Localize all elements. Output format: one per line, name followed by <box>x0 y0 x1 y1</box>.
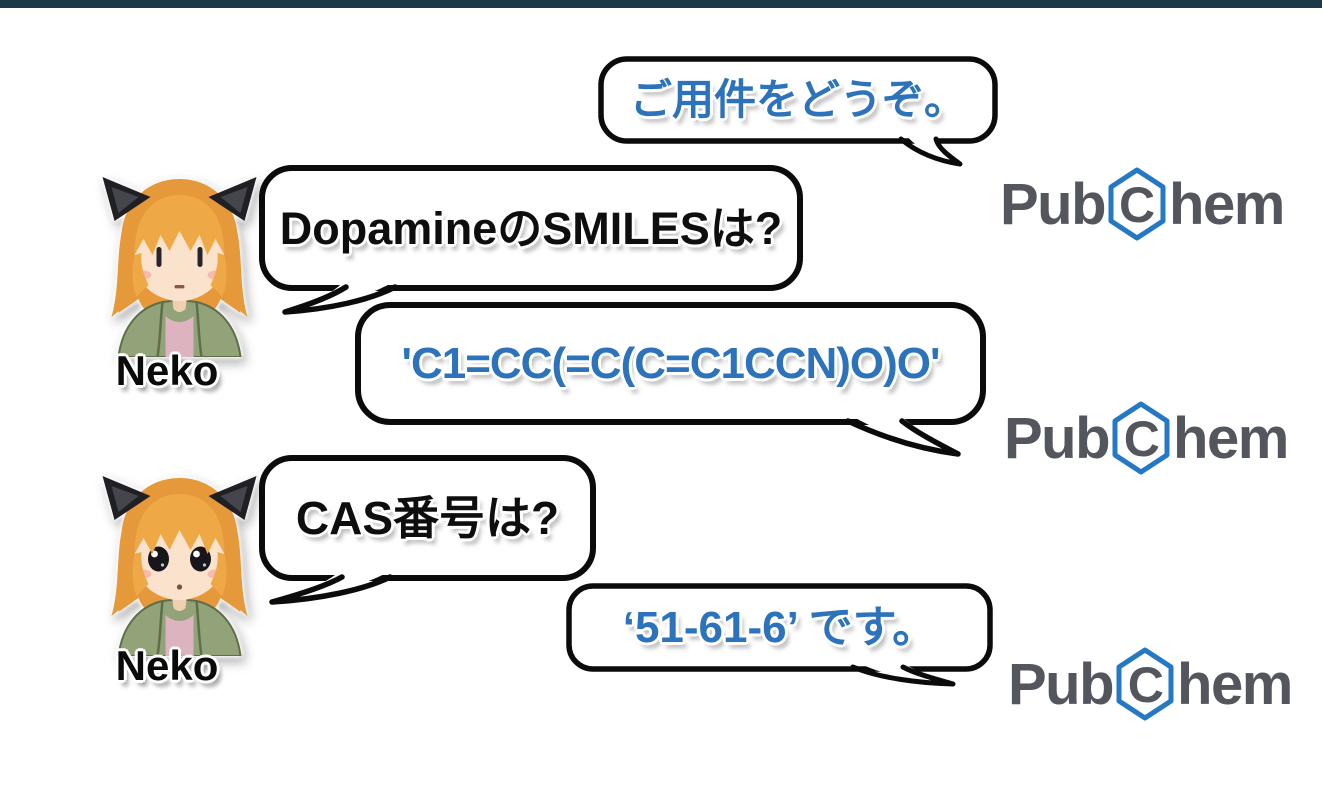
benzene-hexagon-icon: C <box>1112 401 1170 475</box>
speech-bubble-question-smiles: DopamineのSMILESは? <box>258 164 806 316</box>
speech-bubble-shape <box>355 302 986 457</box>
speech-bubble-answer-cas: ‘51-61-6’ です。 <box>566 583 998 689</box>
speech-bubble-shape <box>259 455 596 605</box>
neko-avatar-art <box>102 476 257 657</box>
neko-avatar-2 <box>92 466 267 657</box>
neko-avatar-1 <box>92 167 267 358</box>
pubchem-logo-c: C <box>1119 177 1155 233</box>
bubble-text-greeting: ご用件をどうぞ。 <box>629 76 966 123</box>
bubble-text-question-smiles: DopamineのSMILESは? <box>279 202 783 254</box>
neko-label-1: Neko <box>115 347 219 394</box>
pubchem-logo-c: C <box>1128 657 1163 713</box>
pubchem-logo-hem: hem <box>1177 651 1293 717</box>
pubchem-logo-hem: hem <box>1173 405 1289 471</box>
cat-ears-icon <box>102 476 257 520</box>
dash-eyes <box>156 247 203 267</box>
speech-bubble-shape <box>259 165 803 315</box>
speech-bubble-greeting: ご用件をどうぞ。 <box>598 56 1000 168</box>
bubble-text-question-cas: CAS番号は? <box>295 492 560 544</box>
mouth <box>174 285 185 289</box>
pubchem-logo-pub: Pub <box>1000 171 1107 237</box>
speech-bubble-shape <box>566 583 993 687</box>
neko-label-2: Neko <box>115 642 219 689</box>
neko-avatar-art <box>102 177 257 358</box>
pubchem-logo-pub: Pub <box>1008 651 1115 717</box>
pubchem-logo: Pub C hem <box>1008 646 1293 722</box>
cat-ears-icon <box>102 177 257 221</box>
speech-bubble-answer-smiles: 'C1=CC(=C(C=C1CCN)O)O' <box>354 301 1000 461</box>
bubble-text-answer-cas: ‘51-61-6’ です。 <box>622 602 937 652</box>
pubchem-logo-c: C <box>1124 411 1159 467</box>
speech-bubble-question-cas: CAS番号は? <box>258 454 603 606</box>
top-accent-bar <box>0 0 1322 8</box>
benzene-hexagon-icon: C <box>1108 167 1166 241</box>
pubchem-logo-pub: Pub <box>1004 405 1111 471</box>
speech-bubble-shape <box>598 56 998 167</box>
mouth <box>176 584 183 590</box>
pubchem-logo: Pub C hem <box>1000 166 1285 242</box>
benzene-hexagon-icon: C <box>1116 647 1174 721</box>
round-eyes <box>148 546 211 572</box>
pubchem-logo-hem: hem <box>1169 171 1285 237</box>
bubble-text-answer-smiles: 'C1=CC(=C(C=C1CCN)O)O' <box>401 338 941 388</box>
pubchem-logo: Pub C hem <box>1004 400 1289 476</box>
